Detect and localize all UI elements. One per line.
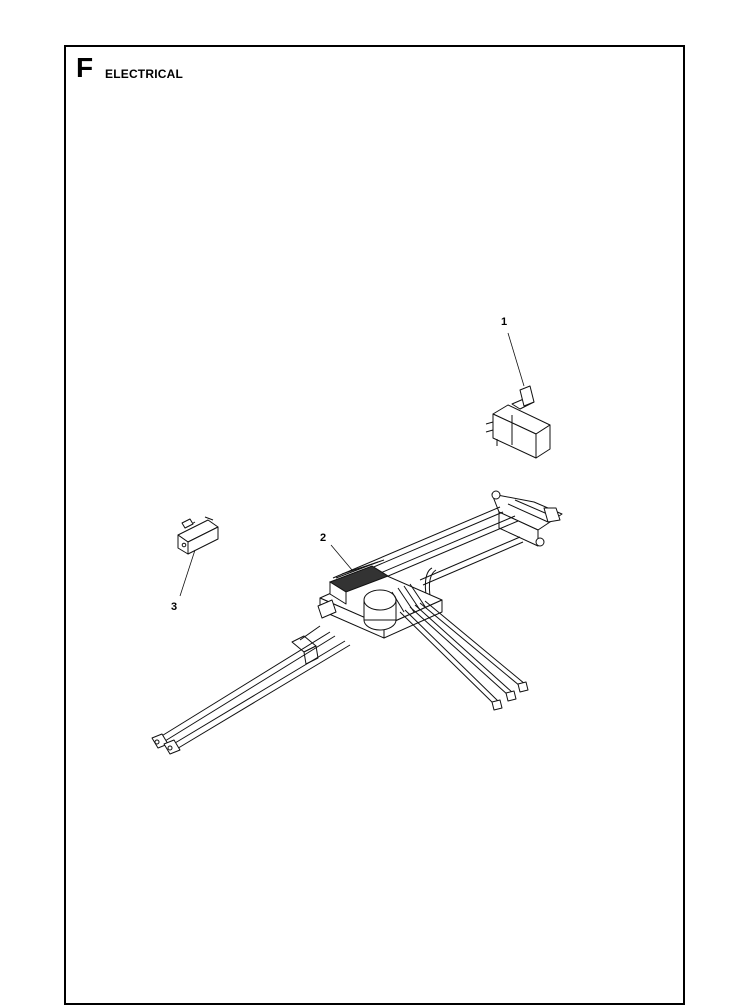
section-letter: F	[76, 52, 94, 83]
callout-2: 2	[320, 532, 326, 544]
callout-leader-1	[507, 332, 525, 387]
callout-3: 3	[171, 601, 177, 613]
callout-leader-3	[179, 549, 196, 597]
diagram-frame	[64, 45, 685, 1005]
callout-1: 1	[501, 316, 507, 328]
callout-leader-2	[330, 544, 353, 571]
micro-switch-icon[interactable]	[177, 516, 219, 555]
wiring-harness-icon[interactable]	[151, 490, 563, 755]
rocker-switch-icon[interactable]	[485, 385, 551, 459]
section-title: ELECTRICAL	[105, 67, 183, 81]
